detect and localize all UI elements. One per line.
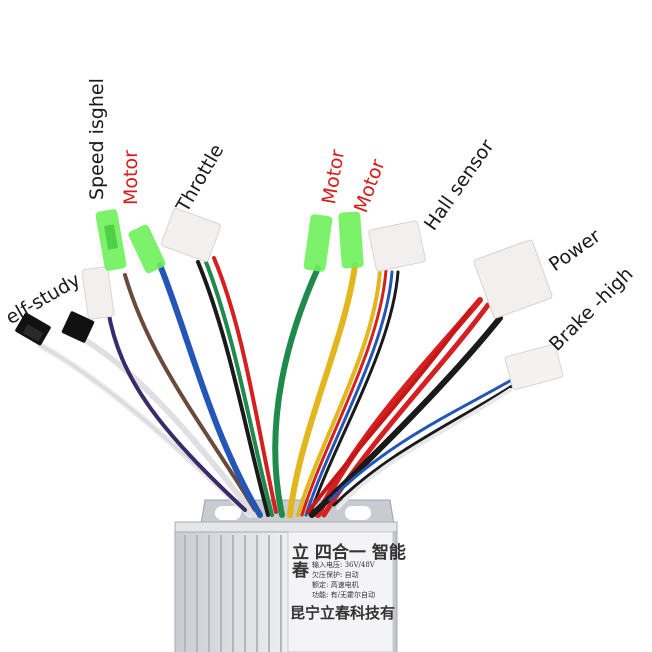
connector-self-study-2 [61,311,95,343]
controller-housing [174,521,398,652]
connector-motor-3 [303,214,333,272]
controller-spec-line3: 额定: 高速电机 [312,581,359,589]
controller-maker: 昆宁立春科技有 [290,604,396,622]
connector-motor-4 [338,211,364,269]
connector-throttle [161,208,221,262]
connector-motor-1 [95,209,127,271]
connector-power [473,239,553,319]
controller-title-line1: 立 四合一 智能 [292,543,406,563]
connector-motor-2 [128,224,166,274]
label-speed-signal: Speed isghel [86,78,108,200]
wire-bundle [37,256,517,518]
controller-title-line2: 春 [292,561,309,581]
controller-spec-line1: 输入电压: 36V/48V [312,561,375,569]
controller-spec-line2: 欠压保护: 自动 [312,571,359,579]
label-motor-1: Motor [120,150,142,205]
controller-spec-line4: 功能: 有/无霍尔自动 [312,591,375,599]
connector-self-study-1 [15,312,51,346]
controller-label-panel [287,531,394,652]
connector-hall-sensor [368,220,426,272]
connector-brake [504,344,564,390]
connector-speed-signal [81,266,115,320]
